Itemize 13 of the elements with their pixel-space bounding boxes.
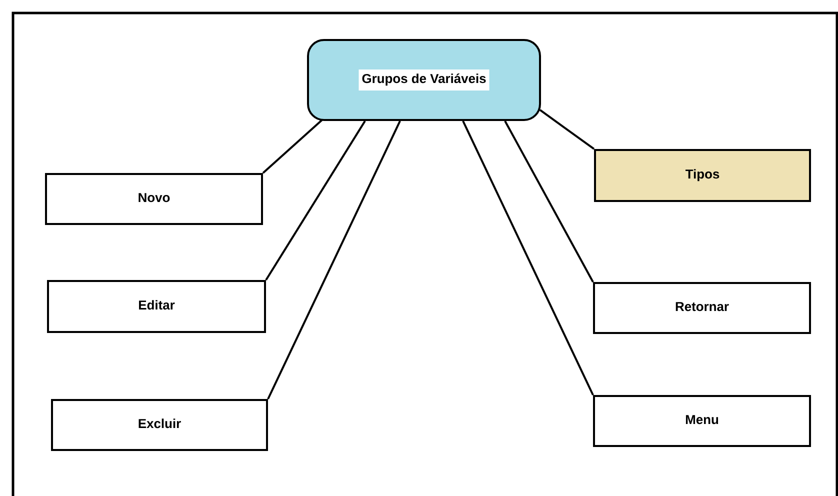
connector-line — [265, 120, 366, 281]
connector-line — [504, 120, 594, 282]
option-box: Excluir — [51, 399, 268, 451]
option-box: Menu — [593, 395, 811, 447]
option-box: Retornar — [593, 282, 811, 334]
topic-box: Grupos de Variáveis — [307, 39, 541, 121]
option-box: Novo — [45, 173, 263, 225]
option-box: Editar — [47, 280, 266, 333]
connector-line — [267, 120, 401, 400]
option-box: Tipos — [594, 149, 811, 202]
connector-line — [539, 109, 595, 150]
connector-line — [262, 119, 323, 174]
connector-line — [462, 120, 594, 396]
